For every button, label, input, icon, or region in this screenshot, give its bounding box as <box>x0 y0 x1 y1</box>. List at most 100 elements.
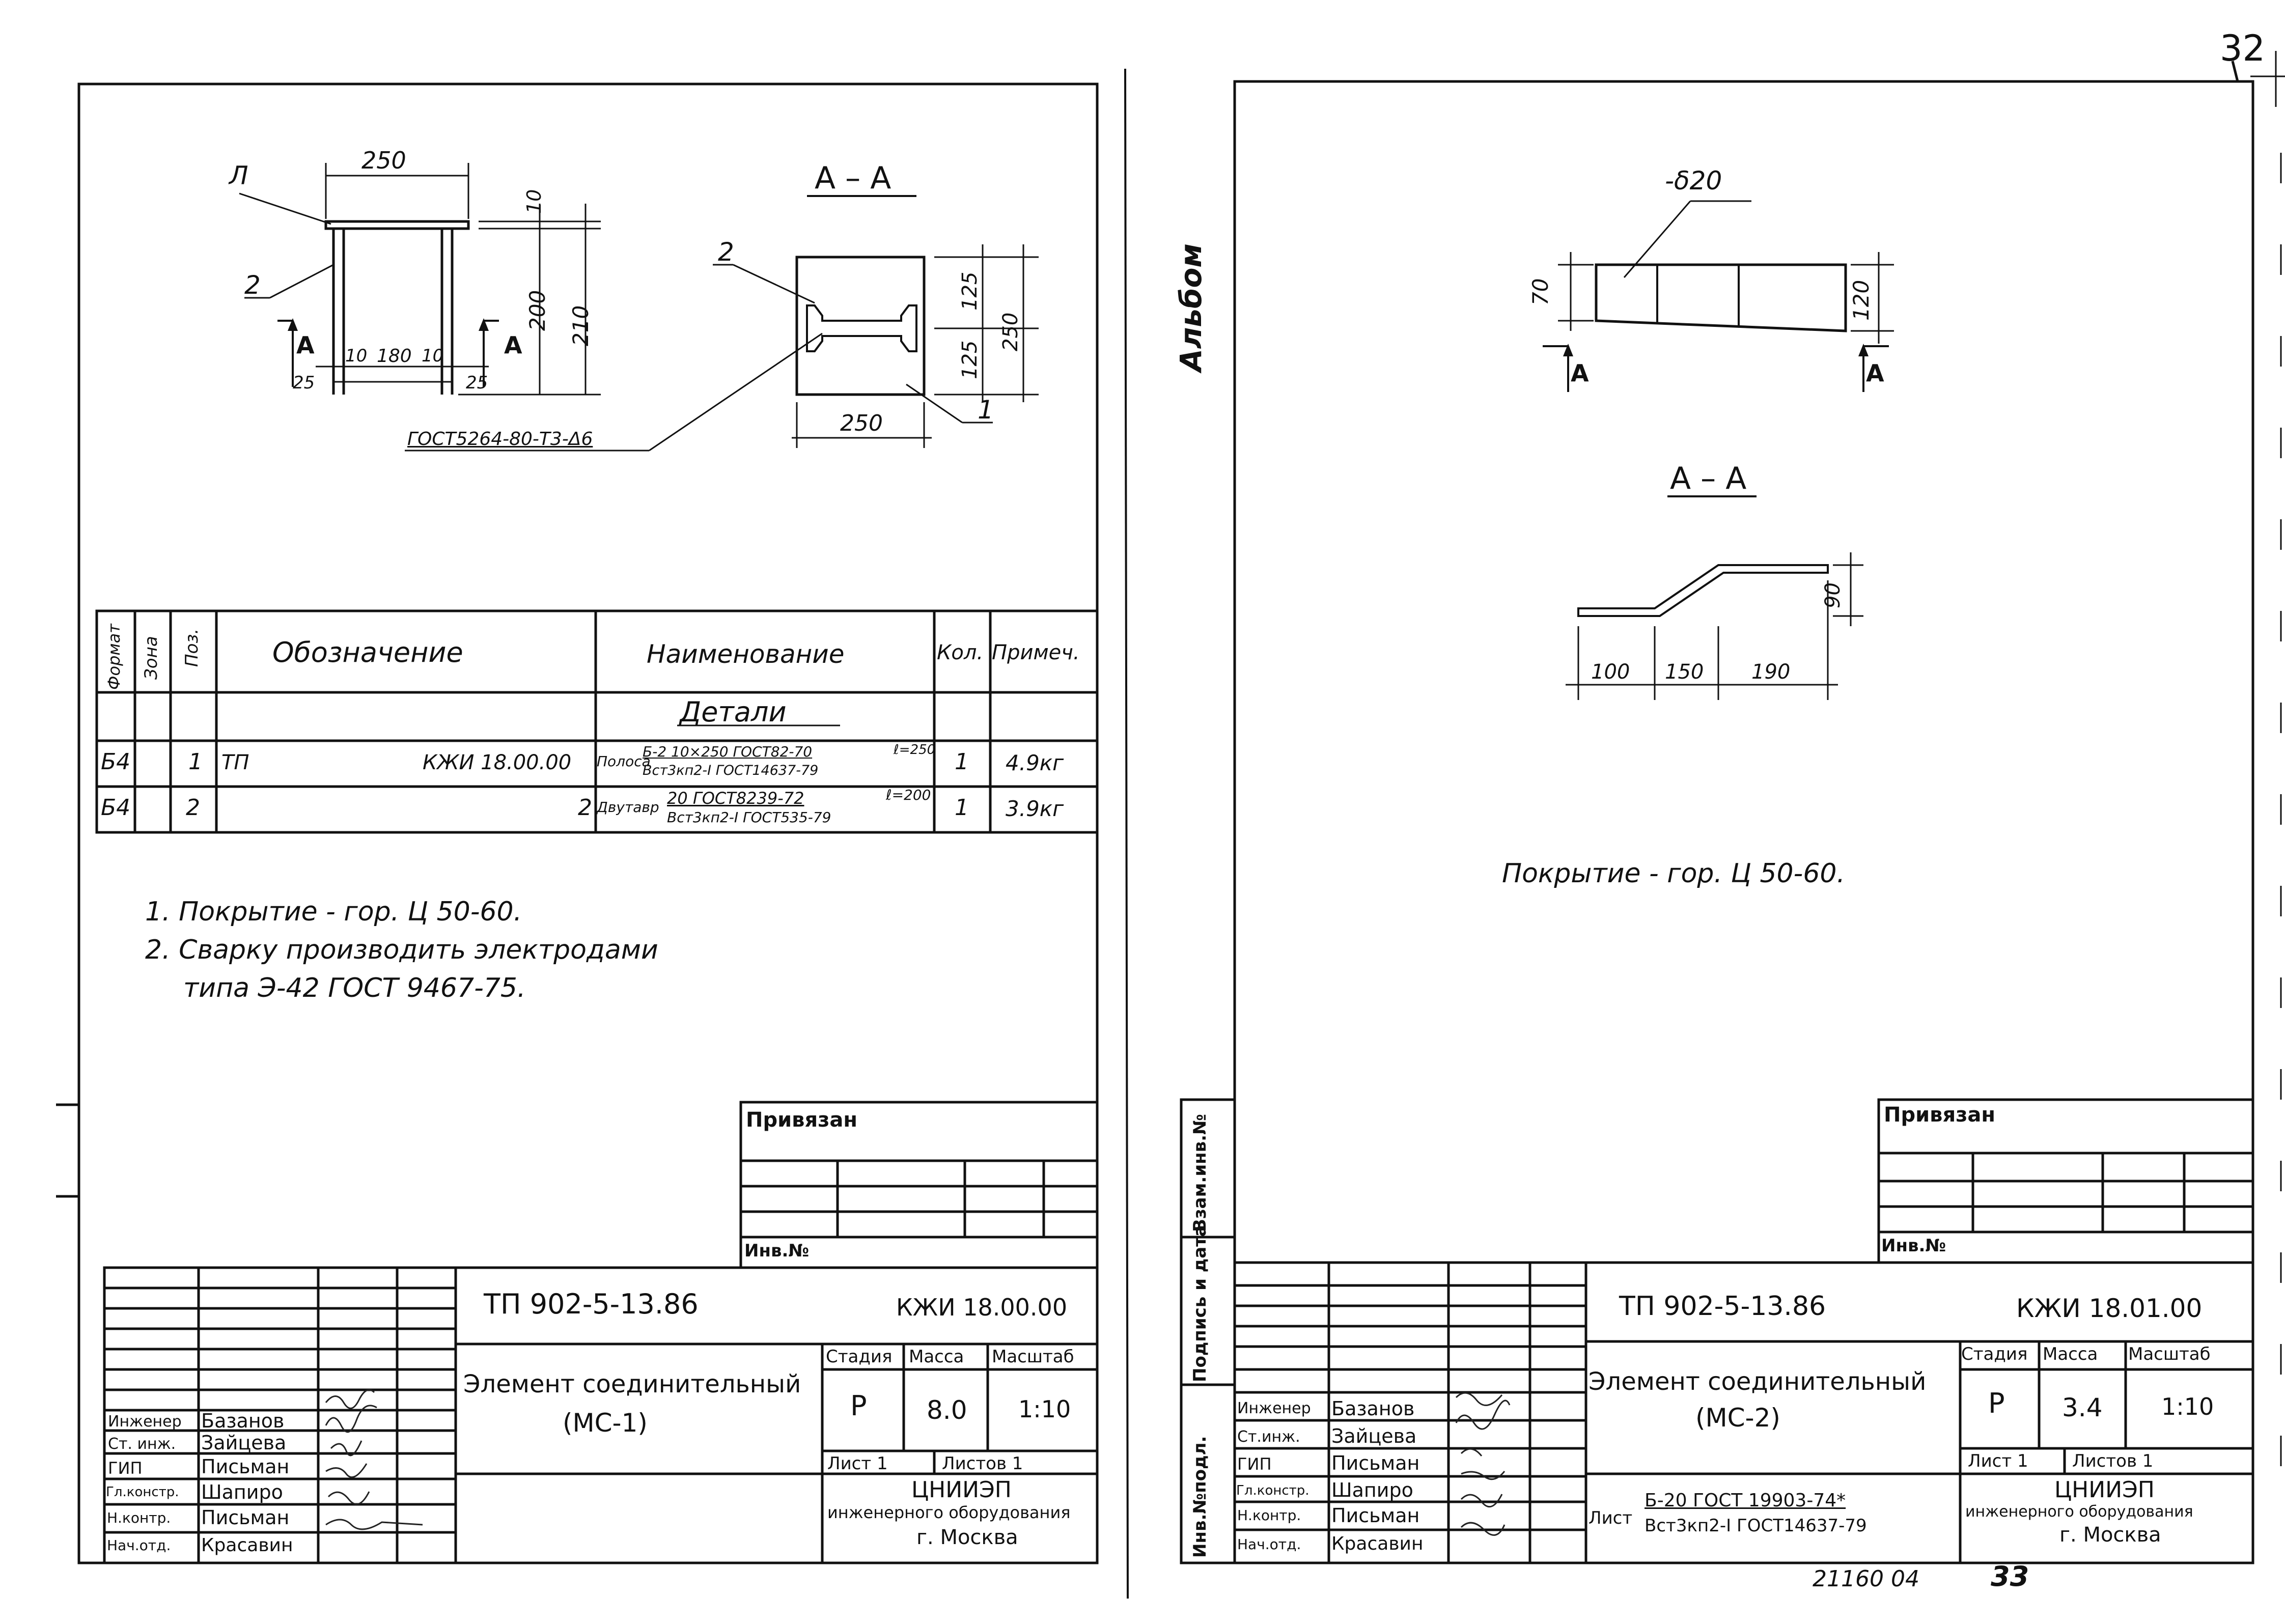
right-staff-role-4: Гл.констр. <box>1236 1483 1309 1498</box>
left-staff-name-6: Красавин <box>201 1535 293 1556</box>
left-project: ТП 902-5-13.86 <box>484 1288 699 1320</box>
note-1: 1. Покрытие - гор. Ц 50-60. <box>145 897 522 927</box>
dim-250-bottom: 250 <box>840 410 883 436</box>
dim-250-top: 250 <box>361 147 406 174</box>
row2-length: ℓ=200 <box>886 787 931 803</box>
dim-150: 150 <box>1665 660 1704 684</box>
plate-outline <box>324 220 470 230</box>
dim-90: 90 <box>1821 582 1845 608</box>
dim-250-right: 250 <box>999 312 1022 351</box>
row1-name-bottom: Вст3кп2-I ГОСТ14637-79 <box>643 763 819 778</box>
row1-name-prefix: Полоса <box>597 753 651 770</box>
right-staff-role-2: Ст.инж. <box>1237 1428 1300 1446</box>
dim-100: 100 <box>1591 660 1630 684</box>
dim-180: 180 <box>377 346 412 367</box>
right-org1: ЦНИИЭП <box>2054 1477 2155 1503</box>
row2-name-prefix: Двутавр <box>597 799 659 816</box>
right-material-prefix: Лист <box>1589 1508 1633 1528</box>
right-staff-role-6: Нач.отд. <box>1237 1536 1301 1553</box>
callout-2-plan: 2 <box>244 270 261 300</box>
right-org2: инженерного оборудования <box>1965 1503 2193 1521</box>
right-staff-name-4: Шапиро <box>1331 1479 1413 1501</box>
thickness-label: -δ20 <box>1665 166 1722 195</box>
left-staff-role-3: ГИП <box>108 1459 143 1478</box>
right-title-line2: (МС-2) <box>1695 1403 1780 1433</box>
spec-header-note: Примеч. <box>992 641 1080 664</box>
left-staff-role-1: Инженер <box>108 1413 182 1431</box>
dim-200: 200 <box>525 290 550 331</box>
left-linked-label: Привязан <box>746 1108 858 1132</box>
side-label-replace: Взам.инв.№ <box>1190 1114 1210 1232</box>
left-org2: инженерного оборудования <box>827 1503 1071 1522</box>
right-staff-role-1: Инженер <box>1237 1399 1311 1417</box>
left-staff-name-5: Письман <box>201 1506 290 1529</box>
callout-2-section: 2 <box>718 237 734 267</box>
section-arrow-a-right: А <box>504 331 522 359</box>
left-inv-label: Инв.№ <box>744 1241 810 1261</box>
right-scale: 1:10 <box>2161 1393 2214 1420</box>
left-staff-name-4: Шапиро <box>201 1481 283 1503</box>
right-staff-name-5: Письман <box>1331 1504 1420 1527</box>
row2-name-top: 20 ГОСТ8239-72 <box>667 789 804 808</box>
right-staff-name-3: Письман <box>1331 1452 1420 1474</box>
right-staff-name-1: Базанов <box>1331 1397 1415 1420</box>
left-stage-label: Стадия <box>826 1347 893 1367</box>
dim-25-right: 25 <box>466 373 488 393</box>
row2-pos: 2 <box>186 795 200 821</box>
section-title-left: А – А <box>815 160 891 196</box>
right-staff-role-5: Н.контр. <box>1237 1507 1301 1524</box>
left-staff-name-1: Базанов <box>201 1410 285 1432</box>
right-arrow-a-right: А <box>1866 359 1884 387</box>
note-2-cont: типа Э-42 ГОСТ 9467-75. <box>183 973 526 1003</box>
right-staff-role-3: ГИП <box>1237 1454 1272 1474</box>
left-sheets-label: Листов 1 <box>942 1453 1023 1474</box>
bottom-page-number: 33 <box>1991 1560 2029 1592</box>
left-title-line1: Элемент соединительный <box>463 1370 801 1398</box>
dim-10-top: 10 <box>523 189 545 214</box>
dim-125-bottom: 125 <box>958 340 982 379</box>
dim-125-top: 125 <box>958 271 982 311</box>
right-code: КЖИ 18.01.00 <box>2016 1294 2203 1323</box>
row1-prefix: ТП <box>221 751 249 774</box>
right-arrow-a-left: А <box>1571 359 1589 387</box>
left-org1: ЦНИИЭП <box>911 1477 1012 1503</box>
left-scale-label: Масштаб <box>992 1347 1074 1367</box>
right-title-line1: Элемент соединительный <box>1589 1367 1927 1396</box>
spec-header-pos: Поз. <box>182 628 202 667</box>
spec-header-zone: Зона <box>141 636 161 680</box>
row2-note: 3.9кг <box>1006 796 1064 821</box>
dim-70: 70 <box>1528 278 1553 305</box>
row2-name-bottom: Вст3кп2-I ГОСТ535-79 <box>667 809 831 826</box>
weld-note: ГОСТ5264-80-Т3-Δ6 <box>407 429 593 450</box>
left-mass-label: Масса <box>909 1347 964 1367</box>
note-2: 2. Сварку производить электродами <box>145 935 658 965</box>
left-staff-name-2: Зайцева <box>201 1432 287 1454</box>
right-project: ТП 902-5-13.86 <box>1619 1291 1826 1322</box>
inventory-number: 21160 04 <box>1813 1566 1919 1592</box>
dim-210: 210 <box>568 305 593 346</box>
dim-120: 120 <box>1849 279 1874 321</box>
dim-10-left: 10 <box>345 346 368 366</box>
spec-header-qty: Кол. <box>937 641 984 664</box>
left-scale: 1:10 <box>1018 1395 1071 1423</box>
signatures <box>325 1389 1511 1536</box>
row1-length: ℓ=250 <box>894 742 936 758</box>
right-stage: Р <box>1988 1387 2005 1419</box>
row2-format: Б4 <box>101 795 131 821</box>
spec-header-designation: Обозначение <box>272 636 463 668</box>
spec-section-details: Детали <box>680 696 787 728</box>
callout-l: Л <box>229 161 248 190</box>
left-sheet-label: Лист 1 <box>827 1453 888 1474</box>
row1-format: Б4 <box>101 749 131 775</box>
side-label-inv: Инв.№подл. <box>1190 1436 1210 1558</box>
right-stage-label: Стадия <box>1961 1344 2028 1364</box>
album-label: Альбом <box>1174 243 1208 372</box>
callout-1-section: 1 <box>978 395 994 425</box>
right-material-bottom: Вст3кп2-I ГОСТ14637-79 <box>1645 1516 1867 1536</box>
right-coating-note: Покрытие - гор. Ц 50-60. <box>1502 858 1846 889</box>
dim-190: 190 <box>1751 660 1791 684</box>
section-arrow-a-left: А <box>296 331 315 359</box>
right-org3: г. Москва <box>2059 1523 2161 1547</box>
row1-qty: 1 <box>955 749 969 775</box>
